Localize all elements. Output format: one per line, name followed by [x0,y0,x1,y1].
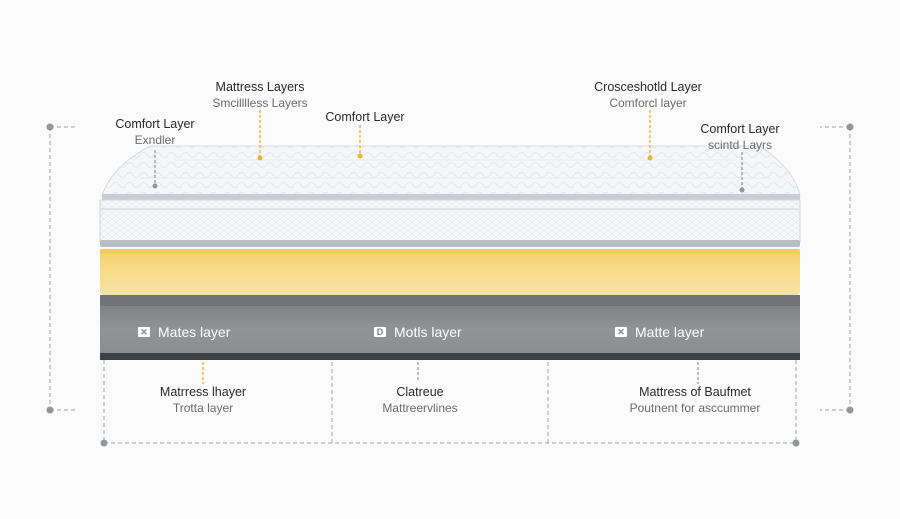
d-box-icon: D [374,327,386,337]
support-base-layer [100,295,800,360]
bracket-end-dots [46,123,854,447]
x-box-icon: ✕ [138,327,150,337]
callout-subtitle: Exndler [134,133,176,147]
callout-subtitle: Trotta layer [172,401,234,415]
callout-subtitle: Comforcl layer [609,96,687,110]
quilted-top-layer [101,145,801,200]
callout-title: Mattress of Baufmet [639,385,751,399]
knit-side-panel [99,199,801,247]
base-label-text: Mates layer [158,324,231,340]
callout-title: Crosceshotld Layer [594,80,702,94]
x-box-icon: ✕ [615,327,627,337]
callout-mattress-layers: Mattress Layers Smcilllless Layers [190,79,330,111]
callout-comfort-layer-center: Comfort Layer [305,109,425,125]
callout-subtitle: Smcilllless Layers [212,96,308,110]
base-label-text: Matte layer [635,324,705,340]
callout-title: Mattress Layers [215,80,305,94]
callout-bottom-left: Matrress lhayer Trotta layer [128,384,278,416]
callout-title: Matrress lhayer [159,385,247,399]
callout-subtitle: Mattreervlines [382,401,458,415]
callout-title: Clatreue [396,385,444,399]
callout-comfort-layer-left: Comfort Layer Exndler [95,116,215,148]
callout-comfort-layer-right: Comfort Layer scintd Layrs [680,121,800,153]
dimension-brackets [49,126,851,444]
base-label-right: ✕ Matte layer [615,324,704,340]
callout-leaders [154,110,743,384]
base-label-text: Motls layer [394,324,462,340]
base-label-left: ✕ Mates layer [138,324,230,340]
callout-title: Comfort Layer [700,122,780,136]
callout-subtitle: Poutnent for asccummer [629,401,761,415]
callout-bottom-center: Clatreue Mattreervlines [350,384,490,416]
callout-crossectional-layer: Crosceshotld Layer Comforcl layer [578,79,718,111]
comfort-foam-layer [100,249,800,295]
callout-dots [152,153,745,193]
callout-subtitle: scintd Layrs [707,138,773,152]
callout-bottom-right: Mattress of Baufmet Poutnent for asccumm… [610,384,780,416]
callout-title: Comfort Layer [325,110,405,124]
callout-title: Comfort Layer [115,117,195,131]
base-label-center: D Motls layer [374,324,462,340]
